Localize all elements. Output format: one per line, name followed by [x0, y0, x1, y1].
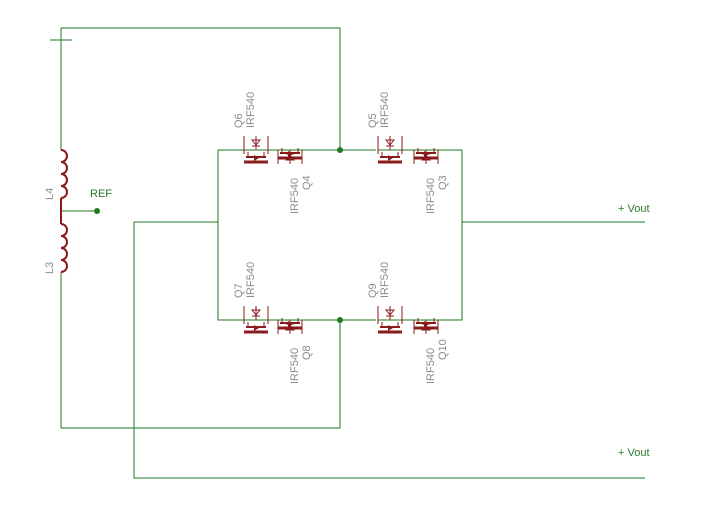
wire-top: [61, 27, 341, 150]
inductors: [60, 149, 68, 273]
vout-label-top: + Vout: [618, 203, 650, 215]
mosfet-q10-symbol: [413, 318, 439, 334]
mosfet-value-label: IRF540: [425, 348, 437, 384]
wire-vout-bottom: [133, 221, 645, 479]
mosfet-q6-symbol: [243, 136, 269, 164]
mosfet-name-label: Q5: [367, 113, 379, 128]
mosfet-name-label: Q6: [233, 113, 245, 128]
vout-label-bottom: + Vout: [618, 447, 650, 459]
ref-net-label: REF: [90, 188, 112, 200]
origin-marker: [50, 30, 72, 50]
mosfet-name-label: Q10: [437, 339, 449, 360]
junction-dot-bottom: [337, 317, 343, 323]
mosfet-q3-symbol: [413, 148, 439, 164]
mosfet-value-label: IRF540: [289, 178, 301, 214]
mosfet-name-label: Q7: [233, 283, 245, 298]
mosfet-q5-symbol: [377, 136, 403, 164]
mosfet-value-label: IRF540: [245, 92, 257, 128]
mosfet-q7-symbol: [243, 306, 269, 334]
inductor-label-l3: L3: [44, 262, 56, 274]
mosfet-q8-symbol: [277, 318, 303, 334]
junction-dot-top: [337, 147, 343, 153]
mosfet-name-label: Q3: [437, 175, 449, 190]
inductor-label-l4: L4: [44, 188, 56, 200]
mosfet-q4-symbol: [277, 148, 303, 164]
mosfet-value-label: IRF540: [425, 178, 437, 214]
mosfet-name-label: Q4: [301, 175, 313, 190]
mosfet-name-label: Q9: [367, 283, 379, 298]
wires: [60, 27, 645, 479]
mosfet-value-label: IRF540: [379, 92, 391, 128]
mosfet-value-label: IRF540: [289, 348, 301, 384]
inductor-l3-coil: [60, 223, 68, 273]
mosfet-name-label: Q8: [301, 345, 313, 360]
mosfet-value-label: IRF540: [379, 262, 391, 298]
mosfet-value-label: IRF540: [245, 262, 257, 298]
junction-dot-ref: [94, 208, 100, 214]
mosfet-q9-symbol: [377, 306, 403, 334]
wire-bottom-return: [61, 320, 341, 429]
wire-bridge-left: [217, 149, 244, 321]
wire-bridge-right: [440, 149, 463, 321]
inductor-l4-coil: [60, 149, 68, 199]
